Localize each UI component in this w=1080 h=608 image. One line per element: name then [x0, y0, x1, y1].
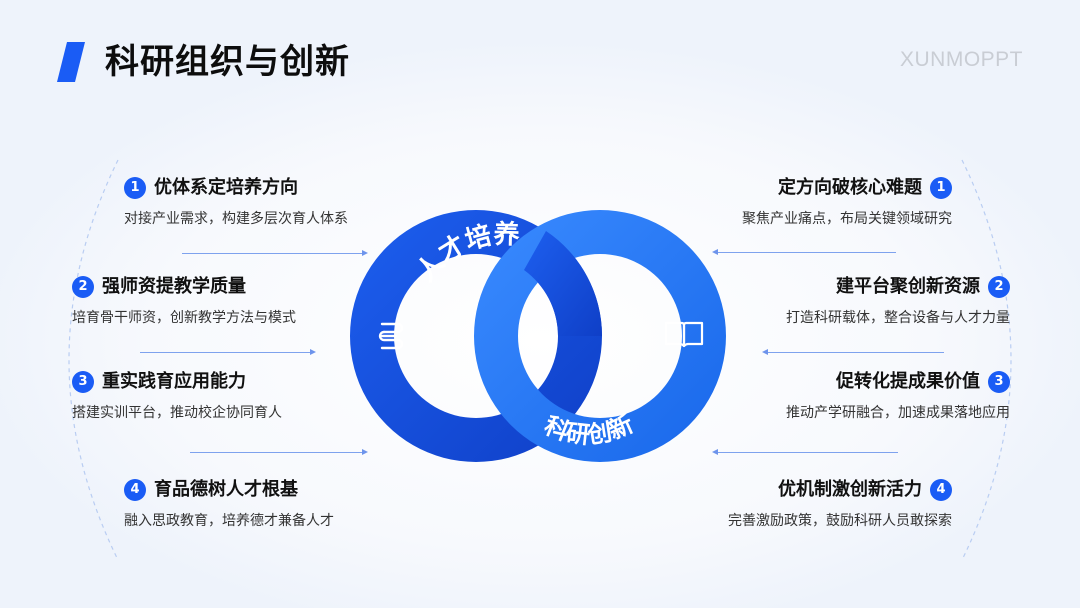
right-item-3: 促转化提成果价值 3 推动产学研融合，加速成果落地应用: [680, 370, 1010, 423]
left-arc-path: [68, 159, 119, 561]
item-desc: 培育骨干师资，创新教学方法与模式: [72, 310, 296, 326]
item-desc: 完善激励政策，鼓励科研人员敢探索: [728, 513, 952, 529]
item-title: 建平台聚创新资源: [836, 276, 980, 297]
number-badge: 2: [72, 276, 94, 298]
item-desc: 推动产学研融合，加速成果落地应用: [786, 405, 1010, 421]
layers-icon: [378, 322, 404, 350]
page-title: 科研组织与创新: [105, 42, 350, 82]
right-connector-2: [768, 352, 944, 353]
left-item-1: 1 优体系定培养方向 对接产业需求，构建多层次育人体系: [124, 176, 454, 229]
right-arc-path: [961, 159, 1012, 561]
left-ring-overlap: [524, 231, 603, 336]
right-item-1: 定方向破核心难题 1 聚焦产业痛点，布局关键领域研究: [622, 176, 952, 229]
left-item-3: 3 重实践育应用能力 搭建实训平台，推动校企协同育人: [72, 370, 402, 423]
number-badge: 4: [930, 479, 952, 501]
book-icon: [664, 321, 704, 348]
right-item-2: 建平台聚创新资源 2 打造科研载体，整合设备与人才力量: [680, 275, 1010, 328]
item-title: 优体系定培养方向: [154, 177, 298, 198]
item-desc: 对接产业需求，构建多层次育人体系: [124, 211, 348, 227]
item-desc: 搭建实训平台，推动校企协同育人: [72, 405, 282, 421]
number-badge: 1: [930, 177, 952, 199]
arrow-left-icon: [712, 449, 718, 455]
number-badge: 3: [72, 371, 94, 393]
number-badge: 1: [124, 177, 146, 199]
interlocking-rings: 人才培养 科研创新: [349, 210, 726, 462]
item-title: 促转化提成果价值: [836, 371, 980, 392]
arrow-left-icon: [762, 349, 768, 355]
left-item-4: 4 育品德树人才根基 融入思政教育，培养德才兼备人才: [124, 478, 454, 531]
right-item-4: 优机制激创新活力 4 完善激励政策，鼓励科研人员敢探索: [622, 478, 952, 531]
item-title: 定方向破核心难题: [778, 177, 922, 198]
arrow-right-icon: [310, 349, 316, 355]
right-connector-3: [718, 452, 898, 453]
item-desc: 打造科研载体，整合设备与人才力量: [786, 310, 1010, 326]
item-title: 优机制激创新活力: [778, 479, 922, 500]
item-title: 育品德树人才根基: [154, 479, 298, 500]
left-item-2: 2 强师资提教学质量 培育骨干师资，创新教学方法与模式: [72, 275, 402, 328]
number-badge: 3: [988, 371, 1010, 393]
right-connector-1: [718, 252, 896, 253]
arrow-right-icon: [362, 250, 368, 256]
item-desc: 聚焦产业痛点，布局关键领域研究: [742, 211, 952, 227]
arrow-right-icon: [362, 449, 368, 455]
number-badge: 2: [988, 276, 1010, 298]
left-connector-3: [190, 452, 362, 453]
arrow-left-icon: [712, 249, 718, 255]
number-badge: 4: [124, 479, 146, 501]
watermark: XUNMOPPT: [900, 48, 1024, 71]
left-connector-1: [182, 253, 362, 254]
item-desc: 融入思政教育，培养德才兼备人才: [124, 513, 334, 529]
item-title: 重实践育应用能力: [102, 371, 246, 392]
item-title: 强师资提教学质量: [102, 276, 246, 297]
left-connector-2: [140, 352, 310, 353]
